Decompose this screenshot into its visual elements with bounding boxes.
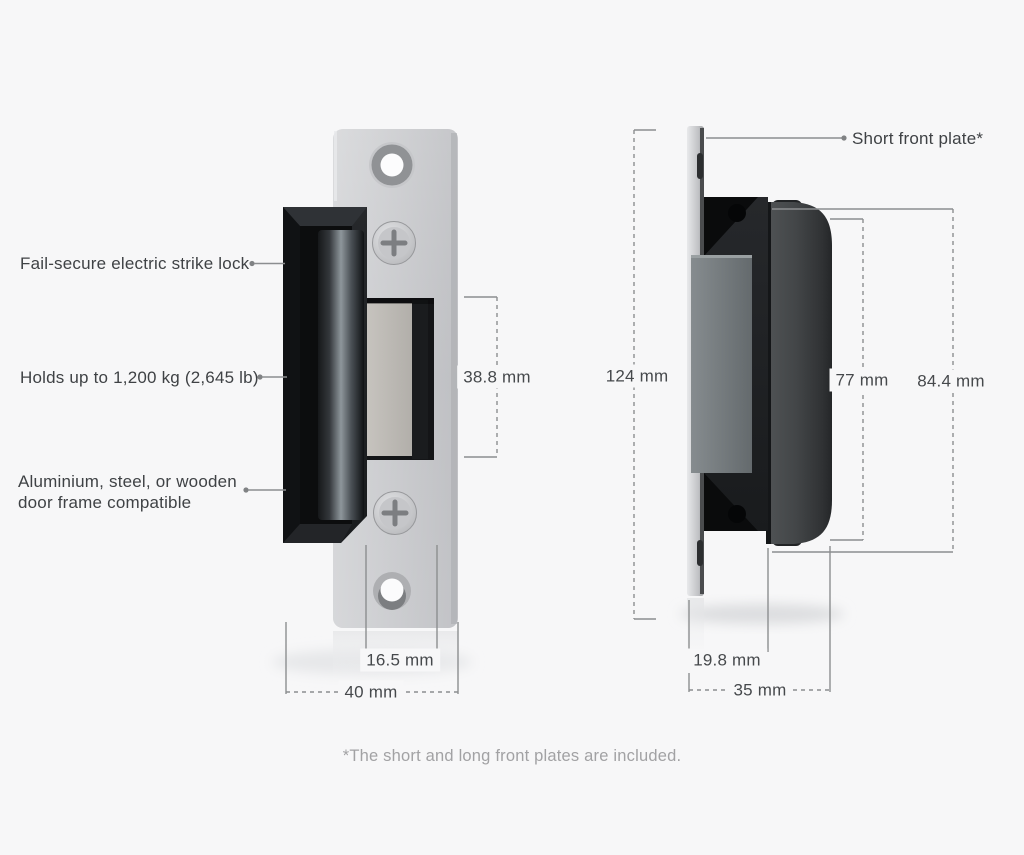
front-view-illustration — [272, 129, 472, 683]
latch-bar — [318, 230, 364, 520]
dim-label-84-4: 84.4 mm — [911, 369, 991, 393]
callout-holding-force: Holds up to 1,200 kg (2,645 lb) — [20, 368, 259, 387]
side-hole-bottom — [728, 505, 746, 523]
dim-label-77: 77 mm — [829, 368, 895, 392]
dim-front-plate-height — [633, 129, 656, 620]
screw-top-icon — [372, 221, 416, 265]
dim-label-40: 40 mm — [338, 680, 404, 704]
side-view-illustration — [680, 126, 844, 670]
side-view-shadow — [680, 604, 844, 624]
leader-short-front-plate — [706, 135, 847, 141]
dim-label-16-5: 16.5 mm — [360, 648, 440, 672]
screw-bottom-icon — [373, 491, 417, 535]
leader-frame-compatible — [243, 487, 286, 493]
dim-label-38-8: 38.8 mm — [457, 365, 537, 389]
callout-frame-compatible: Aluminium, steel, or wooden door frame c… — [18, 472, 237, 512]
leader-fail-secure — [249, 260, 285, 267]
dim-overall-width — [285, 622, 459, 694]
callout-short-front-plate: Short front plate* — [852, 129, 984, 148]
dim-lower-plate-width — [365, 545, 438, 666]
callout-fail-secure: Fail-secure electric strike lock — [20, 254, 250, 273]
strike-body — [283, 207, 367, 543]
dim-label-35: 35 mm — [727, 678, 793, 702]
dim-label-124: 124 mm — [599, 364, 675, 388]
footnote: *The short and long front plates are inc… — [342, 747, 682, 765]
side-keeper-block — [691, 255, 752, 473]
mounting-hole-bottom — [373, 572, 411, 610]
mounting-hole-top — [369, 142, 415, 188]
side-hole-top — [728, 204, 746, 222]
side-rear-body — [766, 200, 832, 546]
dim-overall-depth — [688, 546, 831, 692]
leader-holds — [257, 374, 287, 380]
side-front-body — [691, 197, 768, 531]
dim-label-19-8: 19.8 mm — [687, 648, 767, 672]
